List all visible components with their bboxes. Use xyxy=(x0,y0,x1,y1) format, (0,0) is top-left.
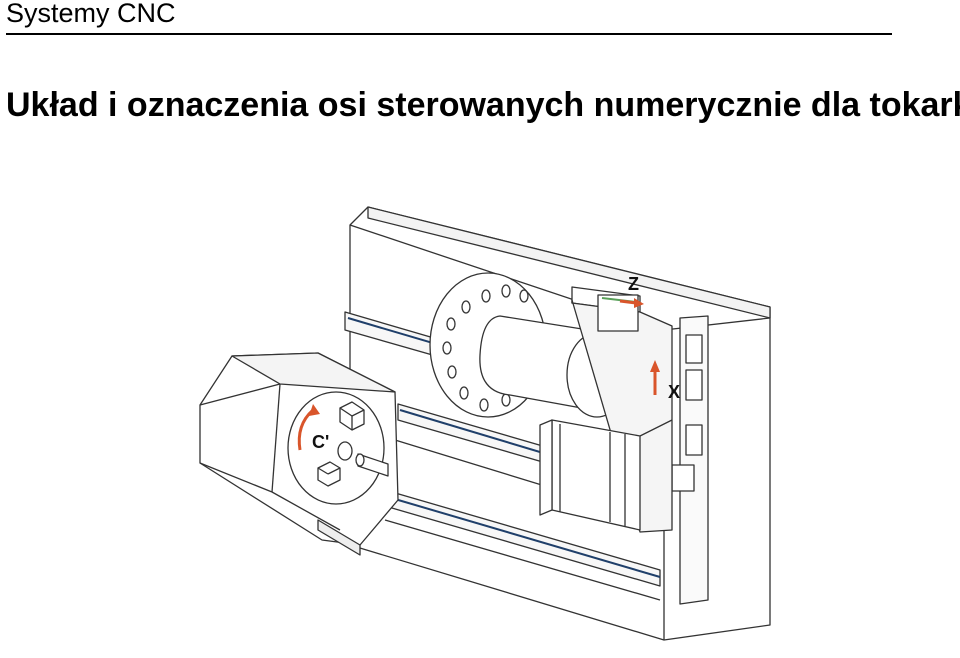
turret xyxy=(199,352,399,556)
header-rule xyxy=(6,33,892,35)
x-guide-column xyxy=(671,315,709,605)
cross-slide xyxy=(539,286,673,533)
c-axis-arrow xyxy=(297,404,320,451)
x-axis-label: X xyxy=(668,382,680,402)
section-header: Systemy CNC xyxy=(6,0,176,28)
page-title: Układ i oznaczenia osi sterowanych numer… xyxy=(6,86,960,124)
z-axis-arrow xyxy=(601,297,644,308)
z-axis-label: Z xyxy=(628,274,639,294)
c-axis-label: C' xyxy=(312,432,329,452)
x-axis-arrow xyxy=(650,360,660,395)
